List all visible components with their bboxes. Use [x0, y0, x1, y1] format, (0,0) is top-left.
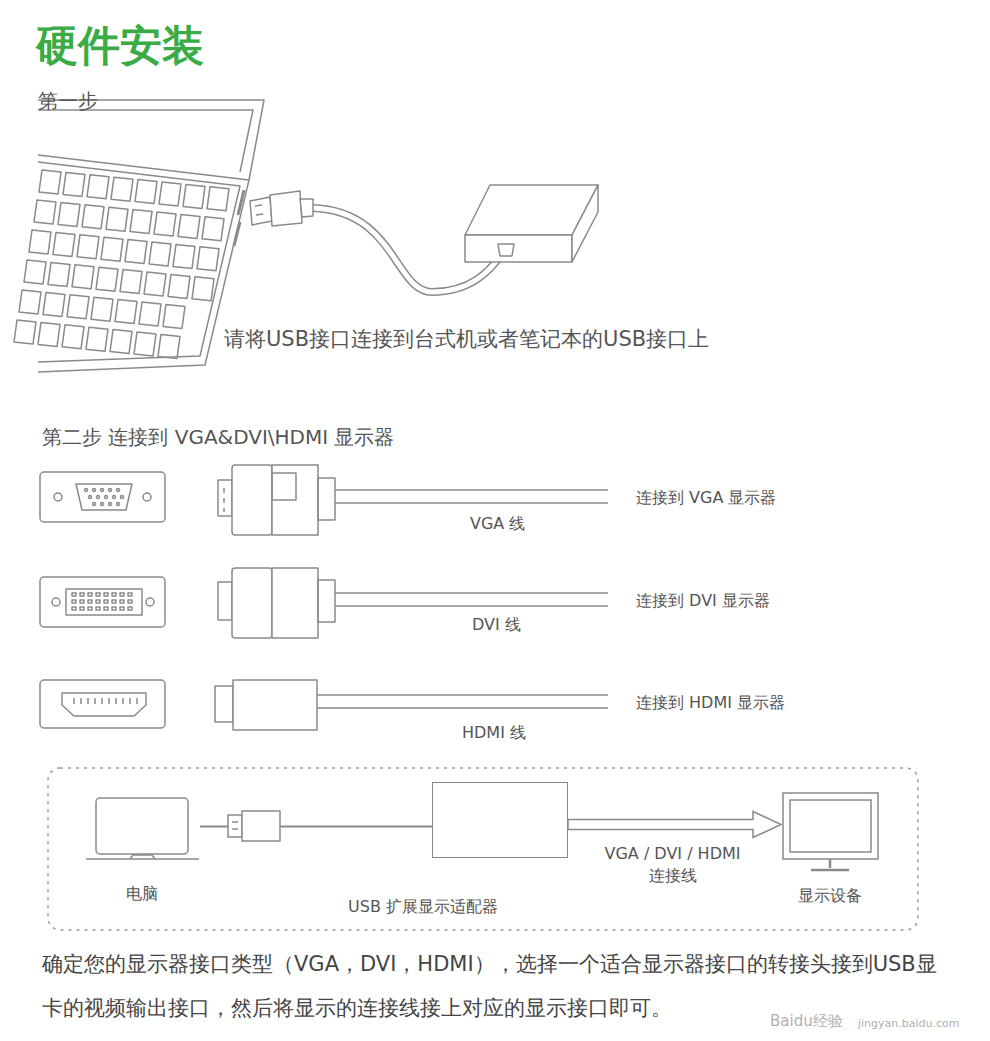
watermark: jingyan.baidu.com — [858, 1017, 960, 1030]
keyboard-keys — [14, 170, 229, 358]
vga-cable — [218, 465, 608, 535]
dashed-panel — [48, 768, 918, 930]
node-label: USB 扩展显示适配器 — [348, 897, 498, 918]
cable-target: 连接到 HDMI 显示器 — [636, 693, 785, 714]
cable-target: 连接到 VGA 显示器 — [636, 488, 776, 509]
vga-port — [40, 472, 165, 522]
dvi-port — [40, 577, 165, 627]
laptop-icon — [85, 795, 200, 861]
step-heading: 第二步 连接到 VGA&DVI\HDMI 显示器 — [42, 424, 395, 451]
monitor-icon: 显示设备 — [781, 791, 880, 873]
cable-target: 连接到 DVI 显示器 — [636, 591, 770, 612]
dvi-cable — [218, 568, 608, 638]
step-heading: 第一步 — [38, 88, 98, 115]
adapter-box: USB 扩展显示适配器 — [432, 782, 568, 858]
monitor-icon — [781, 791, 880, 873]
signal-arrow — [568, 812, 781, 838]
hdmi-cable — [215, 680, 608, 730]
edge-label: VGA / DVI / HDMI 连接线 — [598, 843, 748, 887]
hdmi-port — [40, 680, 165, 728]
instruction-text: 请将USB接口连接到台式机或者笔记本的USB接口上 — [224, 325, 709, 353]
computer-icon: 电脑 — [85, 795, 200, 861]
page-title: 硬件安装 — [36, 18, 204, 74]
node-label: 显示设备 — [798, 886, 862, 907]
node-label: 电脑 — [126, 884, 158, 905]
watermark: Baidu经验 — [770, 1012, 843, 1031]
usb-adapter-drawing — [465, 185, 598, 262]
cable-name: HDMI 线 — [462, 723, 526, 744]
cable-name: DVI 线 — [472, 615, 521, 636]
cable-name: VGA 线 — [470, 514, 525, 535]
